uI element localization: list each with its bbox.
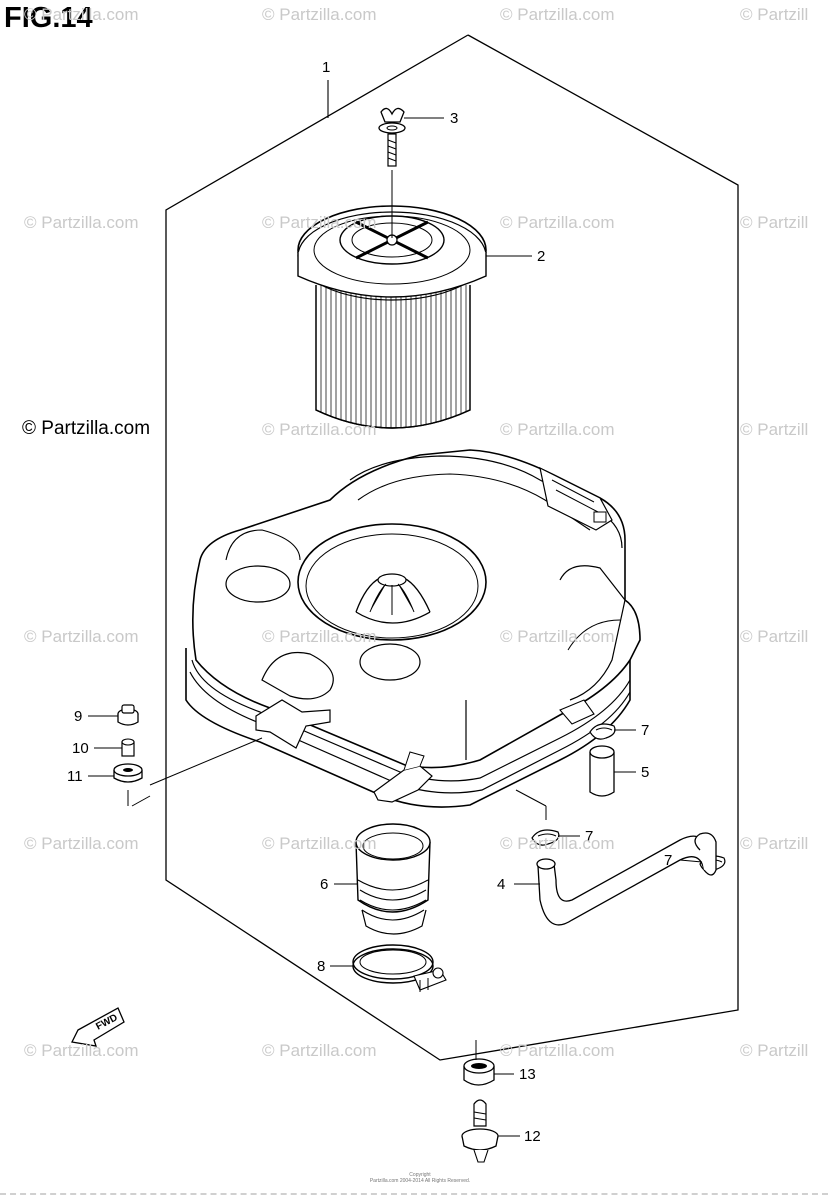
- callout-12[interactable]: 12: [498, 1128, 541, 1145]
- callout-13[interactable]: 13: [494, 1066, 536, 1083]
- watermark: © Partzilla.com: [500, 5, 615, 24]
- band-clamp[interactable]: [352, 944, 447, 992]
- callout-4[interactable]: 4: [497, 876, 540, 893]
- watermark: © Partzill: [740, 1041, 809, 1060]
- watermark: © Partzilla.com: [500, 1041, 615, 1060]
- watermark: © Partzilla.com: [24, 1041, 139, 1060]
- callout-7c[interactable]: 7: [664, 852, 703, 869]
- watermark: © Partzill: [740, 5, 809, 24]
- drain-hose-long[interactable]: [536, 832, 717, 926]
- callout-3[interactable]: 3: [404, 110, 458, 127]
- callout-7a[interactable]: 7: [614, 722, 649, 739]
- assembly-leader: [149, 737, 263, 786]
- watermark: © Partzilla.com: [262, 213, 377, 232]
- callout-9[interactable]: 9: [74, 708, 118, 725]
- grommet[interactable]: [113, 763, 143, 783]
- callout-number: 8: [317, 958, 325, 975]
- callout-number: 9: [74, 708, 82, 725]
- air-inlet-joint[interactable]: [355, 823, 431, 935]
- watermark: © Partzilla.com: [500, 420, 615, 439]
- callout-number: 3: [450, 110, 458, 127]
- callout-8[interactable]: 8: [317, 958, 354, 975]
- drain-hose-short[interactable]: [589, 745, 615, 797]
- watermark: © Partzilla.com: [262, 627, 377, 646]
- figure-title: FIG.14: [4, 2, 93, 34]
- callout-10[interactable]: 10: [72, 740, 122, 757]
- callout-5[interactable]: 5: [614, 764, 649, 781]
- air-filter-element[interactable]: [297, 205, 487, 429]
- assembly-leader: [131, 795, 151, 807]
- watermark: © Partzilla.com: [262, 834, 377, 853]
- drain-cap[interactable]: [463, 1040, 495, 1086]
- drain-plug[interactable]: [461, 1099, 499, 1163]
- callout-number: 1: [322, 59, 330, 76]
- watermark: © Partzilla.com: [24, 627, 139, 646]
- watermark: © Partzilla.com: [262, 5, 377, 24]
- callout-number: 7: [664, 852, 672, 869]
- watermark: © Partzilla.com: [500, 627, 615, 646]
- callout-6[interactable]: 6: [320, 876, 358, 893]
- callout-2[interactable]: 2: [486, 248, 545, 265]
- callout-number: 10: [72, 740, 89, 757]
- watermark: © Partzilla.com: [262, 1041, 377, 1060]
- watermark: © Partzilla.com: [262, 420, 377, 439]
- callout-number: 6: [320, 876, 328, 893]
- callout-11[interactable]: 11: [67, 768, 114, 785]
- watermark: © Partzill: [740, 834, 809, 853]
- callout-number: 4: [497, 876, 505, 893]
- bottom-border: [0, 1193, 828, 1195]
- callout-number: 7: [585, 828, 593, 845]
- watermark: © Partzilla.com: [24, 5, 139, 24]
- callout-1[interactable]: 1: [322, 59, 330, 118]
- screw[interactable]: [117, 704, 139, 726]
- copyright-footer: Copyright Partzilla.com 2004-2014 All Ri…: [340, 1172, 500, 1184]
- copyright-line: Copyright: [409, 1172, 431, 1178]
- callout-number: 2: [537, 248, 545, 265]
- clamp[interactable]: [589, 723, 616, 740]
- callout-number: 5: [641, 764, 649, 781]
- callout-number: 11: [67, 768, 83, 785]
- callout-number: 12: [524, 1128, 541, 1145]
- watermark: © Partzill: [740, 213, 809, 232]
- callout-number: 7: [641, 722, 649, 739]
- watermark: © Partzilla.com: [500, 834, 615, 853]
- assembly-outline: [165, 34, 739, 1061]
- forward-direction-arrow: FWD: [71, 1007, 125, 1047]
- wing-bolt[interactable]: [378, 107, 406, 238]
- collar[interactable]: [121, 738, 135, 757]
- watermark: © Partzilla.com: [500, 213, 615, 232]
- partzilla-watermark: © Partzilla.com: [22, 418, 151, 439]
- watermark: © Partzilla.com: [24, 213, 139, 232]
- copyright-line: Partzilla.com 2004-2014 All Rights Reser…: [369, 1178, 471, 1184]
- assembly-leader: [515, 789, 547, 807]
- clamp[interactable]: [531, 829, 560, 846]
- air-cleaner-case[interactable]: [185, 449, 641, 808]
- watermark: © Partzill: [740, 420, 809, 439]
- watermark: © Partzill: [740, 627, 809, 646]
- callout-number: 13: [519, 1066, 536, 1083]
- callout-7b[interactable]: 7: [558, 828, 593, 845]
- watermark: © Partzilla.com: [24, 834, 139, 853]
